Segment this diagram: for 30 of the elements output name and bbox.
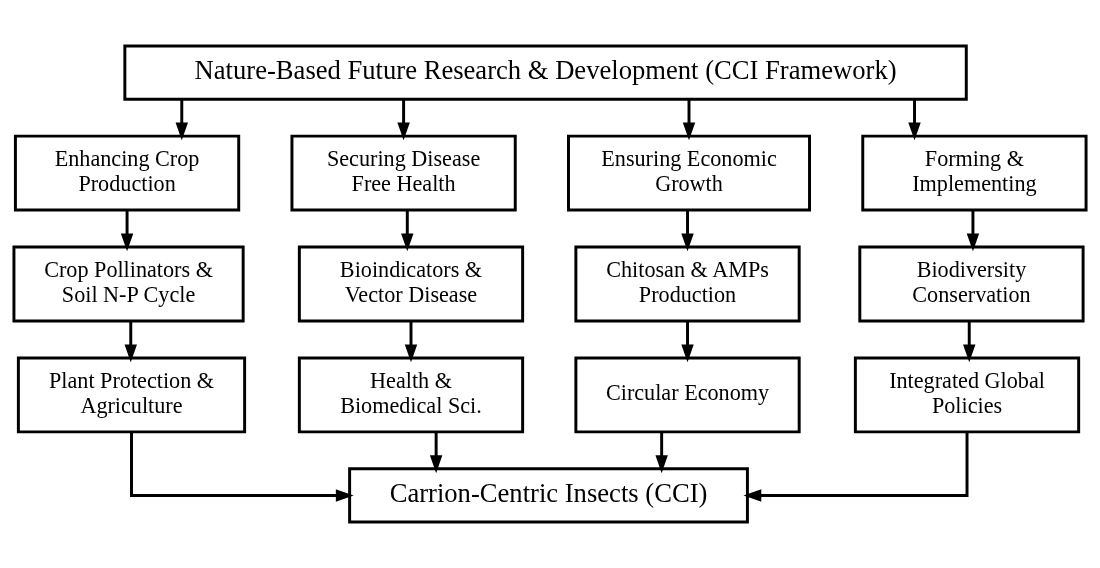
arrow <box>908 99 921 141</box>
arrow <box>401 210 414 252</box>
node-box: Carrion-Centric Insects (CCI) <box>348 467 749 524</box>
arrow <box>682 99 696 141</box>
arrow <box>681 210 694 252</box>
node-box: Forming & Implementing <box>861 134 1088 212</box>
node-box: Crop Pollinators & Soil N-P Cycle <box>12 245 245 323</box>
node-box: Bioindicators & Vector Disease <box>297 245 525 323</box>
node-box: Integrated Global Policies <box>853 356 1081 434</box>
node-box: Ensuring Economic Growth <box>567 134 811 212</box>
arrow <box>124 321 137 363</box>
arrow <box>404 321 418 363</box>
node-box: Biodiversity Conservation <box>858 245 1085 323</box>
arrow <box>681 321 694 363</box>
node-box: Nature-Based Future Research & Development (CCI Framework) <box>123 44 968 101</box>
node-box: Health & Biomedical Sci. <box>297 356 525 434</box>
arrow <box>175 99 188 141</box>
arrow <box>966 210 980 252</box>
node-box: Securing Disease Free Health <box>290 134 517 212</box>
node-box: Circular Economy <box>574 356 801 434</box>
arrow <box>397 99 410 141</box>
arrow <box>963 321 976 363</box>
node-box: Plant Protection & Agriculture <box>16 356 247 434</box>
arrow <box>130 432 354 502</box>
arrow <box>743 432 969 502</box>
arrow <box>429 432 443 474</box>
arrow <box>655 432 668 474</box>
node-box: Enhancing Crop Production <box>13 134 241 212</box>
arrow <box>120 210 134 252</box>
node-box: Chitosan & AMPs Production <box>574 245 801 323</box>
